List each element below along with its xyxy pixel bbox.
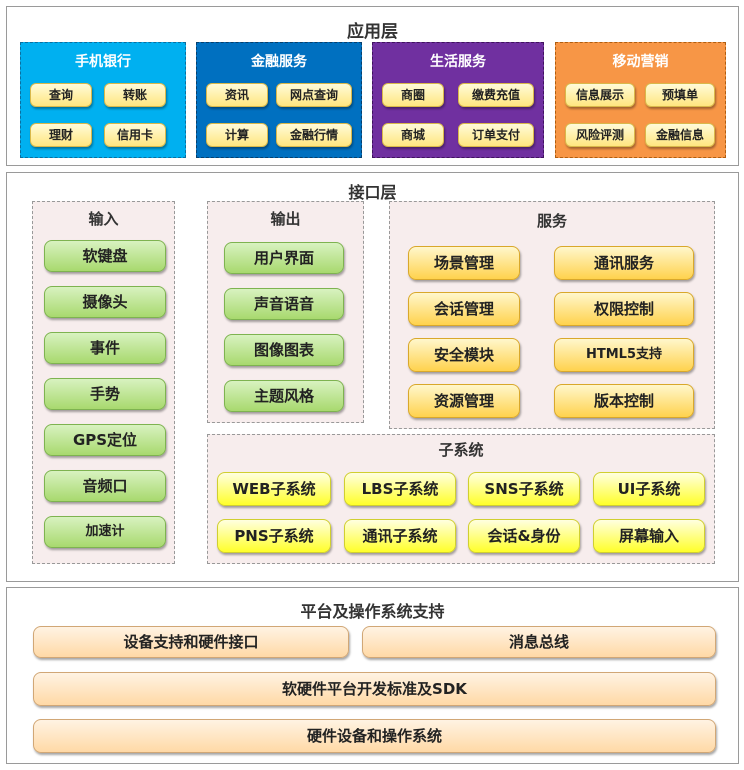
panel-title: 手机银行 (75, 54, 131, 70)
panel-life-services: 生活服务 商圈 缴费充值 商城 订单支付 (372, 42, 544, 158)
panel-title: 金融服务 (251, 54, 307, 70)
chip-mall[interactable]: 商城 (382, 123, 444, 147)
panel-mobile-marketing: 移动营销 信息展示 预填单 风险评测 金融信息 (555, 42, 726, 158)
service-access-control[interactable]: 权限控制 (554, 292, 694, 326)
output-group: 输出 用户界面 声音语音 图像图表 主题风格 (207, 201, 364, 423)
chip-bill-payment[interactable]: 缴费充值 (458, 83, 534, 107)
output-sound-voice[interactable]: 声音语音 (224, 288, 344, 320)
service-security-module[interactable]: 安全模块 (408, 338, 520, 372)
chip-branch-query[interactable]: 网点查询 (276, 83, 352, 107)
output-group-title: 输出 (270, 210, 301, 228)
panel-title: 生活服务 (430, 54, 486, 70)
application-layer-title: 应用层 (347, 22, 398, 42)
chip-order-payment[interactable]: 订单支付 (458, 123, 534, 147)
platform-layer: 平台及操作系统支持 设备支持和硬件接口 消息总线 软硬件平台开发标准及SDK 硬… (6, 587, 739, 764)
chip-credit-card[interactable]: 信用卡 (104, 123, 166, 147)
subsystem-web[interactable]: WEB子系统 (217, 472, 331, 506)
subsystems-group-title: 子系统 (438, 441, 484, 459)
input-soft-keyboard[interactable]: 软键盘 (44, 240, 166, 272)
service-version-control[interactable]: 版本控制 (554, 384, 694, 418)
output-theme-style[interactable]: 主题风格 (224, 380, 344, 412)
service-html5-support[interactable]: HTML5支持 (554, 338, 694, 372)
subsystem-pns[interactable]: PNS子系统 (217, 519, 331, 553)
subsystem-screen-input[interactable]: 屏幕输入 (593, 519, 705, 553)
service-scene-management[interactable]: 场景管理 (408, 246, 520, 280)
input-gesture[interactable]: 手势 (44, 378, 166, 410)
service-communication[interactable]: 通讯服务 (554, 246, 694, 280)
panel-mobile-banking: 手机银行 查询 转账 理财 信用卡 (20, 42, 186, 158)
input-gps[interactable]: GPS定位 (44, 424, 166, 456)
chip-financial-info[interactable]: 金融信息 (645, 123, 715, 147)
output-user-interface[interactable]: 用户界面 (224, 242, 344, 274)
chip-news[interactable]: 资讯 (206, 83, 268, 107)
platform-layer-title: 平台及操作系统支持 (300, 602, 445, 621)
interface-layer: 接口层 输入 软键盘 摄像头 事件 手势 GPS定位 音频口 加速计 输出 用户… (6, 172, 739, 582)
chip-info-display[interactable]: 信息展示 (565, 83, 635, 107)
subsystem-lbs[interactable]: LBS子系统 (344, 472, 456, 506)
input-accelerometer[interactable]: 加速计 (44, 516, 166, 548)
subsystem-sns[interactable]: SNS子系统 (468, 472, 580, 506)
input-group-title: 输入 (88, 210, 119, 228)
input-camera[interactable]: 摄像头 (44, 286, 166, 318)
interface-layer-title: 接口层 (348, 183, 397, 202)
services-group-title: 服务 (536, 212, 567, 230)
service-resource-management[interactable]: 资源管理 (408, 384, 520, 418)
platform-dev-standards-sdk[interactable]: 软硬件平台开发标准及SDK (33, 672, 716, 706)
subsystem-ui[interactable]: UI子系统 (593, 472, 705, 506)
chip-wealth[interactable]: 理财 (30, 123, 92, 147)
subsystems-group: 子系统 WEB子系统 LBS子系统 SNS子系统 UI子系统 PNS子系统 通讯… (207, 434, 715, 564)
chip-risk-assessment[interactable]: 风险评测 (565, 123, 635, 147)
chip-prefill-form[interactable]: 预填单 (645, 83, 715, 107)
platform-message-bus[interactable]: 消息总线 (362, 626, 716, 658)
chip-query[interactable]: 查询 (30, 83, 92, 107)
subsystem-session-identity[interactable]: 会话&身份 (468, 519, 580, 553)
chip-calculator[interactable]: 计算 (206, 123, 268, 147)
application-layer: 应用层 手机银行 查询 转账 理财 信用卡 金融服务 资讯 网点查询 计算 金融… (6, 6, 739, 166)
platform-hardware-os[interactable]: 硬件设备和操作系统 (33, 719, 716, 753)
input-audio-port[interactable]: 音频口 (44, 470, 166, 502)
output-image-chart[interactable]: 图像图表 (224, 334, 344, 366)
services-group: 服务 场景管理 通讯服务 会话管理 权限控制 安全模块 HTML5支持 资源管理… (389, 201, 715, 429)
chip-market-quotes[interactable]: 金融行情 (276, 123, 352, 147)
service-session-management[interactable]: 会话管理 (408, 292, 520, 326)
subsystem-communication[interactable]: 通讯子系统 (344, 519, 456, 553)
panel-financial-services: 金融服务 资讯 网点查询 计算 金融行情 (196, 42, 362, 158)
input-group: 输入 软键盘 摄像头 事件 手势 GPS定位 音频口 加速计 (32, 201, 175, 564)
chip-transfer[interactable]: 转账 (104, 83, 166, 107)
panel-title: 移动营销 (612, 54, 669, 70)
input-event[interactable]: 事件 (44, 332, 166, 364)
platform-device-hardware-interface[interactable]: 设备支持和硬件接口 (33, 626, 349, 658)
chip-business-district[interactable]: 商圈 (382, 83, 444, 107)
